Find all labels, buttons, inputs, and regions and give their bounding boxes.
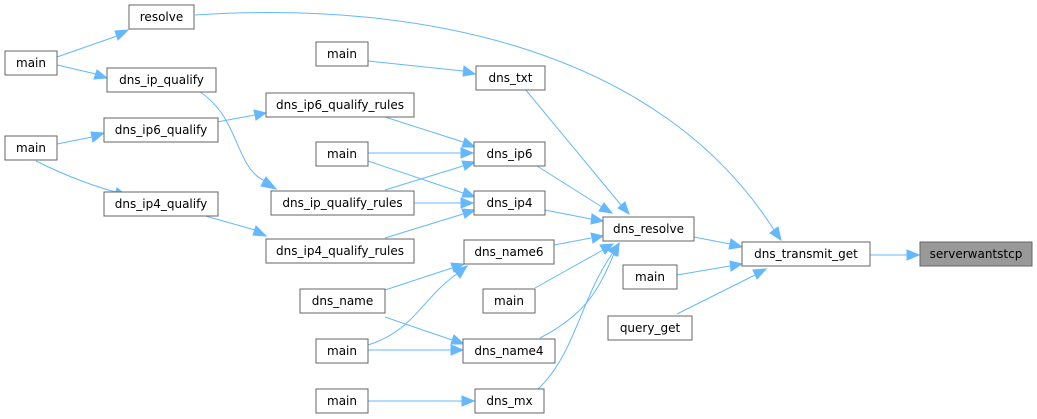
edge-main-dns-ip4-qualify bbox=[35, 160, 117, 193]
svg-text:dns_ip6: dns_ip6 bbox=[486, 147, 532, 161]
node-dns-ip4[interactable]: dns_ip4 bbox=[473, 190, 546, 216]
svg-text:dns_ip4: dns_ip4 bbox=[486, 196, 532, 210]
edge-ip-qualify-to-rules bbox=[199, 91, 266, 182]
edge-ip-rules-to-dns-ip6 bbox=[384, 165, 464, 191]
edge-main-dns-ip6-qualify bbox=[56, 136, 93, 145]
svg-text:main: main bbox=[327, 344, 357, 358]
svg-text:dns_ip_qualify_rules: dns_ip_qualify_rules bbox=[282, 196, 402, 210]
edge-dns-ip6-to-resolve bbox=[536, 165, 603, 208]
edge-resolve-to-transmit-get bbox=[693, 236, 731, 245]
svg-text:dns_txt: dns_txt bbox=[489, 71, 533, 85]
node-main-g[interactable]: main bbox=[622, 264, 678, 290]
svg-text:main: main bbox=[327, 394, 357, 408]
edge-query-get-to-transmit-get bbox=[676, 274, 756, 315]
svg-text:dns_ip_qualify: dns_ip_qualify bbox=[119, 73, 204, 87]
node-dns-ip6[interactable]: dns_ip6 bbox=[473, 141, 546, 167]
svg-text:dns_name4: dns_name4 bbox=[474, 344, 543, 358]
node-dns-name6[interactable]: dns_name6 bbox=[463, 239, 555, 265]
edge-main-resolve bbox=[56, 35, 118, 58]
svg-text:dns_name6: dns_name6 bbox=[474, 245, 543, 259]
svg-text:dns_ip6_qualify: dns_ip6_qualify bbox=[115, 123, 207, 137]
edge-ip4-qualify-to-rules bbox=[201, 214, 256, 231]
svg-text:dns_ip6_qualify_rules: dns_ip6_qualify_rules bbox=[276, 98, 404, 112]
svg-text:dns_transmit_get: dns_transmit_get bbox=[754, 247, 858, 261]
svg-text:main: main bbox=[327, 147, 357, 161]
svg-text:main: main bbox=[635, 270, 665, 284]
svg-text:dns_name: dns_name bbox=[312, 294, 374, 308]
svg-text:dns_mx: dns_mx bbox=[486, 394, 532, 408]
edge-main-g-to-transmit-get bbox=[676, 265, 731, 276]
svg-text:dns_resolve: dns_resolve bbox=[613, 222, 684, 236]
node-dns-resolve[interactable]: dns_resolve bbox=[602, 216, 695, 242]
svg-text:main: main bbox=[16, 141, 46, 155]
edge-dns-name4-to-resolve bbox=[539, 253, 615, 339]
node-main-c[interactable]: main bbox=[4, 135, 58, 161]
edge-ip4-rules-to-dns-ip4 bbox=[384, 213, 464, 239]
node-dns-ip6-qualify[interactable]: dns_ip6_qualify bbox=[103, 117, 219, 143]
edge-dns-name-to-name6 bbox=[384, 267, 453, 291]
svg-text:main: main bbox=[327, 47, 357, 61]
node-dns-ip-qualify[interactable]: dns_ip_qualify bbox=[106, 67, 217, 93]
svg-text:resolve: resolve bbox=[140, 10, 183, 24]
edge-dns-name-to-name4 bbox=[384, 316, 453, 341]
edge-ip6-qualify-to-rules bbox=[216, 114, 256, 123]
svg-text:dns_ip4_qualify: dns_ip4_qualify bbox=[115, 197, 207, 211]
edge-main-dns-name6 bbox=[367, 272, 459, 346]
nodes: resolve main dns_ip_qualify main dns_txt… bbox=[4, 4, 1033, 414]
edge-dns-txt-to-resolve bbox=[524, 88, 622, 206]
node-main-b[interactable]: main bbox=[315, 41, 369, 67]
svg-text:dns_ip4_qualify_rules: dns_ip4_qualify_rules bbox=[276, 244, 404, 258]
node-main-d[interactable]: main bbox=[315, 141, 369, 167]
svg-text:serverwantstcp: serverwantstcp bbox=[930, 247, 1023, 261]
node-query-get[interactable]: query_get bbox=[607, 315, 693, 341]
svg-text:query_get: query_get bbox=[620, 321, 681, 335]
node-dns-name4[interactable]: dns_name4 bbox=[462, 338, 556, 364]
node-main-f[interactable]: main bbox=[315, 338, 369, 364]
node-dns-txt[interactable]: dns_txt bbox=[475, 65, 546, 91]
edge-main-dns-ip4 bbox=[367, 160, 464, 194]
node-dns-ip6-qualify-rules[interactable]: dns_ip6_qualify_rules bbox=[265, 92, 415, 118]
node-dns-transmit-get[interactable]: dns_transmit_get bbox=[741, 241, 871, 267]
edge-dns-mx-to-resolve bbox=[536, 253, 613, 391]
node-dns-ip4-qualify-rules[interactable]: dns_ip4_qualify_rules bbox=[265, 238, 415, 264]
edge-ip6-rules-to-dns-ip6 bbox=[384, 116, 464, 143]
node-serverwantstcp[interactable]: serverwantstcp bbox=[919, 241, 1033, 267]
edge-main-dns-txt bbox=[367, 60, 464, 72]
node-main-a[interactable]: main bbox=[4, 50, 58, 76]
node-dns-mx[interactable]: dns_mx bbox=[474, 388, 545, 414]
node-resolve[interactable]: resolve bbox=[128, 4, 195, 30]
node-main-e[interactable]: main bbox=[482, 288, 536, 314]
node-dns-ip-qualify-rules[interactable]: dns_ip_qualify_rules bbox=[270, 190, 415, 216]
svg-text:main: main bbox=[16, 56, 46, 70]
edge-dns-name6-to-resolve bbox=[553, 237, 592, 246]
node-dns-ip4-qualify[interactable]: dns_ip4_qualify bbox=[103, 191, 219, 217]
node-main-h[interactable]: main bbox=[315, 388, 369, 414]
edge-dns-ip4-to-resolve bbox=[544, 209, 592, 220]
node-dns-name[interactable]: dns_name bbox=[299, 288, 386, 314]
edge-main-e-to-resolve bbox=[534, 249, 604, 289]
edge-resolve-to-transmit-get bbox=[194, 11, 775, 231]
edge-main-dns-ip-qualify bbox=[56, 64, 97, 75]
svg-text:main: main bbox=[494, 294, 524, 308]
